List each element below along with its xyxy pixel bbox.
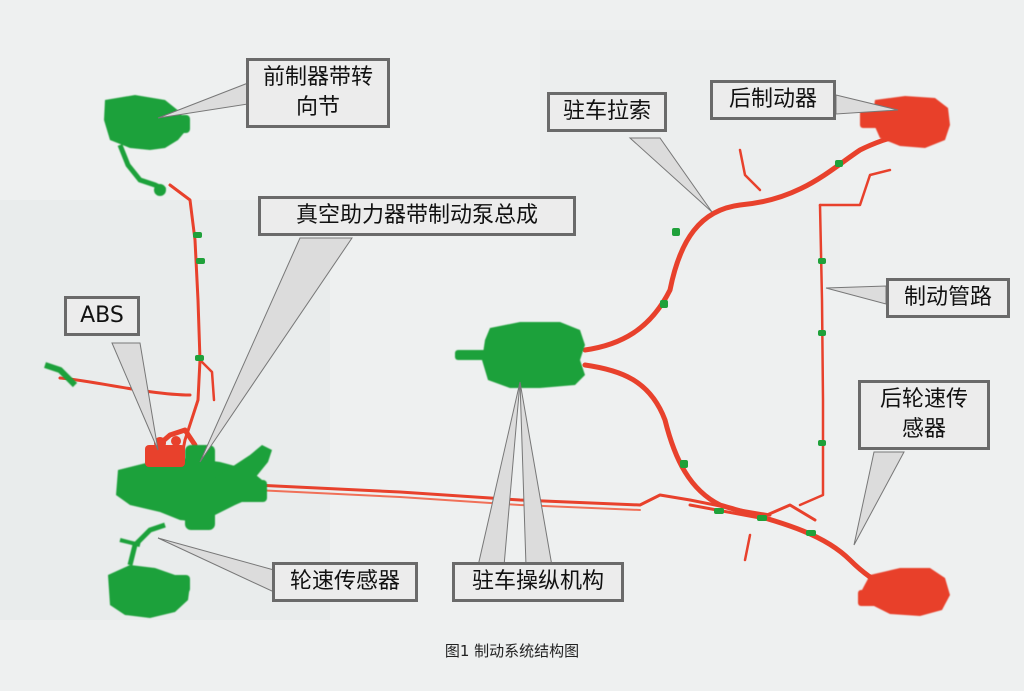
label-front-brake: 前制器带转 向节 xyxy=(246,58,390,128)
label-rear-wheel-speed-sensor: 后轮速传 感器 xyxy=(858,380,990,450)
label-wheel-speed-sensor: 轮速传感器 xyxy=(272,562,418,602)
label-parking-mechanism: 驻车拉索 驻车操纵机构 xyxy=(452,562,624,602)
left-connector xyxy=(44,362,78,388)
front-lower-brake-icon xyxy=(108,522,190,618)
label-rear-brake: 后制动器 xyxy=(710,80,836,120)
label-front-brake-line2: 向节 xyxy=(295,95,340,120)
parking-cables xyxy=(582,127,918,598)
front-upper-brake-icon xyxy=(104,95,190,196)
label-parking-cable: 驻车拉索 xyxy=(547,92,667,132)
label-brake-line: 制动管路 xyxy=(886,278,1010,318)
components xyxy=(44,95,913,618)
line-clips xyxy=(193,160,843,536)
figure-caption: 图1 制动系统结构图 xyxy=(444,642,580,660)
vacuum-booster-icon xyxy=(116,445,272,530)
callout-pointers xyxy=(111,82,905,593)
label-front-brake-line1: 前制器带转 xyxy=(262,65,373,90)
parking-mechanism-icon xyxy=(455,322,585,388)
rear-lower-brake-icon xyxy=(858,568,950,616)
label-vacuum-booster: 真空助力器带制动泵总成 xyxy=(258,196,576,236)
label-abs: ABS xyxy=(64,296,140,336)
